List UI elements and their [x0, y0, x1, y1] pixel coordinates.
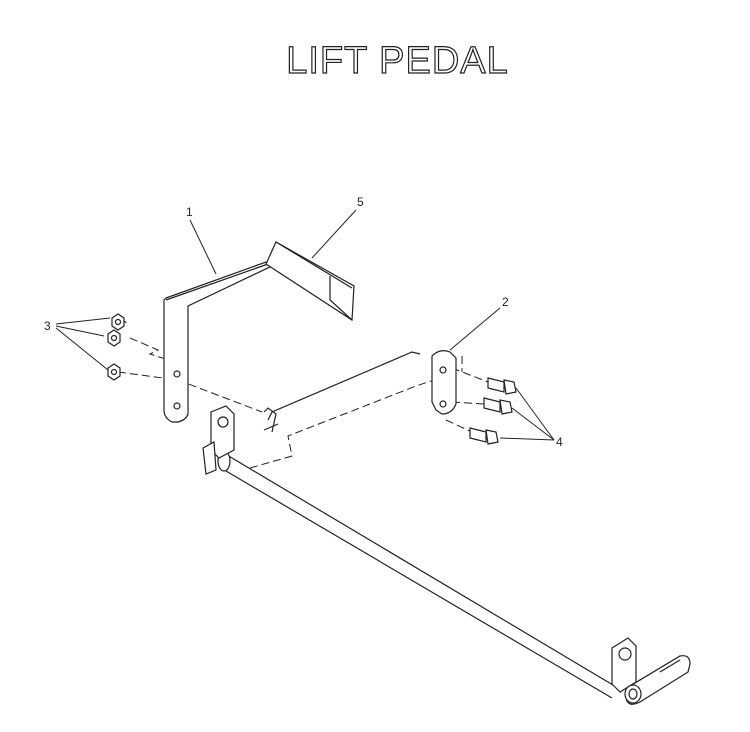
cross-shaft	[217, 450, 619, 699]
bolt-middle	[483, 397, 513, 415]
nut-lower	[107, 363, 121, 381]
right-shaft-bracket	[611, 637, 691, 705]
nut-middle	[107, 329, 121, 347]
bolts	[469, 377, 517, 445]
lock-nuts	[107, 313, 125, 381]
callout-5: 5	[357, 195, 364, 209]
diagram-title: LIFT PEDAL	[286, 39, 509, 82]
leader-lines	[55, 209, 555, 441]
left-shaft-bracket	[202, 405, 235, 475]
callout-3: 3	[44, 319, 51, 333]
callout-4: 4	[556, 435, 563, 449]
callout-2: 2	[502, 295, 509, 309]
pedal-pad	[265, 241, 355, 322]
mounting-plate	[431, 350, 457, 415]
pedal-arm	[163, 261, 274, 423]
bolt-upper	[487, 377, 517, 395]
pedal-weld-arm	[263, 351, 421, 433]
bolt-lower	[469, 427, 499, 445]
callout-1: 1	[186, 205, 193, 219]
nut-upper	[111, 313, 125, 331]
